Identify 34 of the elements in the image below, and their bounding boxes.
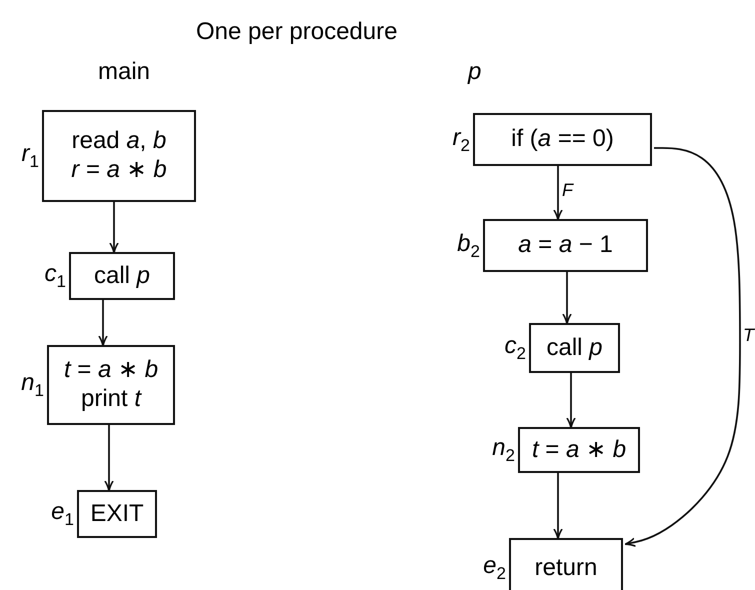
node-label: r$_{2}$ <box>452 124 470 156</box>
statement-text: a = a − 1 <box>518 231 613 260</box>
node-label: e$_{1}$ <box>51 498 74 530</box>
statement-box <box>42 110 196 202</box>
statement-text: r = a ∗ b <box>71 156 167 185</box>
statement-text: t = a ∗ b <box>64 356 158 385</box>
column-heading: p <box>468 58 482 86</box>
statement-text: call p <box>94 262 150 290</box>
statement-text: t = a ∗ b <box>532 436 626 464</box>
statement-text: return <box>534 554 598 582</box>
node-label: r$_{1}$ <box>22 140 39 172</box>
column-heading: main <box>98 58 150 86</box>
statement-text: print t <box>80 385 142 414</box>
statement-text: if (a == 0) <box>511 125 614 154</box>
node-label: c$_{2}$ <box>504 332 526 364</box>
node-label: c$_{1}$ <box>44 260 66 292</box>
statement-box <box>518 427 640 473</box>
statement-box <box>77 490 157 538</box>
statement-text: call p <box>546 334 603 362</box>
statement-text: read a, b <box>72 127 166 156</box>
node-label: n$_{2}$ <box>492 434 515 466</box>
edge-label: F <box>562 180 573 198</box>
node-label: n$_{1}$ <box>21 369 44 401</box>
title: One per procedure <box>196 18 398 46</box>
statement-box <box>69 252 175 300</box>
statement-box <box>47 345 175 425</box>
statement-box <box>529 323 620 373</box>
statement-box <box>473 113 652 166</box>
node-label: b$_{2}$ <box>457 230 480 262</box>
node-label: e$_{2}$ <box>483 552 506 584</box>
statement-box <box>483 219 648 272</box>
statement-box <box>509 538 623 590</box>
statement-text: EXIT <box>90 500 144 528</box>
edge-label: T <box>743 326 754 344</box>
